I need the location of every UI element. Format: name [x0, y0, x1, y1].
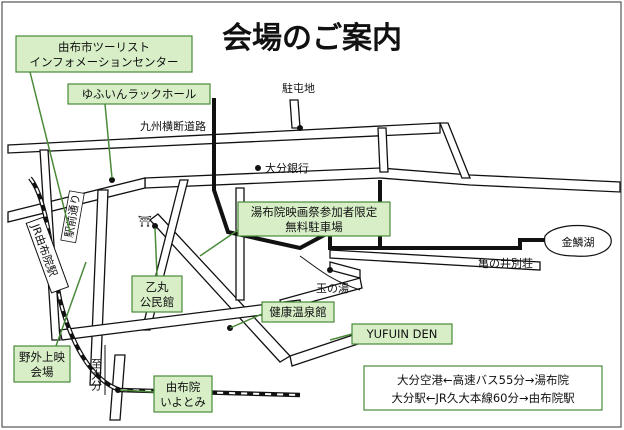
otomaru-line2: 公民館 — [140, 295, 175, 309]
tourist-info-box — [15, 35, 193, 73]
tourist-info-leader — [29, 71, 71, 233]
kenko-leader — [229, 313, 263, 329]
kyushu-odan-label: 九州横断道路 — [140, 119, 206, 133]
outdoor-box — [13, 345, 71, 383]
yufuin-den-leader — [329, 333, 353, 341]
road-north-chutonchi — [289, 99, 301, 129]
otomaru-line1: 乙丸 — [146, 280, 169, 294]
oita-bank-label: 大分銀行 — [265, 161, 309, 175]
river — [299, 255, 361, 291]
parking-leader — [199, 229, 239, 257]
parking-line1: 湯布院映画祭参加者限定 — [251, 205, 378, 219]
iyotomi-dot — [115, 387, 121, 393]
jr-station-box — [25, 216, 70, 294]
tourist-info-line2: インフォメーションセンター — [30, 55, 179, 69]
lake-kinrinko — [544, 225, 612, 257]
kenko-label: 健康温泉館 — [269, 305, 327, 319]
iyotomi-line1: 由布院 — [166, 380, 201, 394]
parking-line2: 無料駐車場 — [285, 220, 343, 234]
road-main-east — [144, 167, 621, 193]
outdoor-leader — [55, 261, 87, 347]
parking-box — [237, 201, 391, 237]
access-line1: 大分空港←高速バス55分→湯布院 — [397, 373, 569, 387]
roads — [7, 99, 621, 421]
tamanoyu-label: 玉の湯 — [316, 282, 349, 295]
rail-jr-kyudai — [28, 176, 301, 398]
otomaru-leader — [154, 227, 158, 277]
rack-hall-label: ゆふいんラックホール — [82, 87, 197, 101]
road-kyushu-odan — [7, 122, 441, 154]
outdoor-line2: 会場 — [31, 365, 54, 379]
access-box — [363, 365, 603, 411]
rack-hall-leader — [104, 103, 113, 179]
road-ne — [377, 127, 389, 173]
yufuin-den-label: YUFUIN DEN — [366, 327, 438, 341]
road-ne2 — [439, 122, 471, 179]
tourist-info-line1: 由布市ツーリスト — [58, 40, 150, 54]
map-title: 会場のご案内 — [222, 21, 402, 56]
otomaru-box — [131, 275, 183, 313]
iyotomi-line2: いよとみ — [160, 395, 206, 409]
outdoor-line1: 野外上映 — [19, 350, 65, 364]
tamanoyu-dot — [327, 267, 333, 273]
rack-hall-box — [67, 83, 211, 105]
rack-hall-dot — [109, 177, 115, 183]
oita-bank-dot — [255, 165, 261, 171]
kamenoi-label: 亀の井別荘 — [478, 256, 533, 270]
to-oita-label: 至大分 — [90, 358, 103, 391]
torii-icon: ⛩ — [138, 215, 152, 228]
otomaru-dot — [152, 223, 158, 229]
iyotomi-box — [153, 375, 213, 413]
road-kamenoi — [329, 249, 541, 271]
chutonchi-label: 駐屯地 — [282, 81, 315, 95]
iyotomi-leader — [119, 389, 155, 393]
kenko-box — [261, 301, 335, 323]
callouts: 由布市ツーリスト インフォメーションセンター ゆふいんラックホール 湯布院映画祭… — [13, 35, 453, 413]
to-oita-group: 至大分 — [90, 358, 103, 391]
kinrinko-label: 金鱗湖 — [562, 235, 595, 249]
access-line2: 大分駅←JR久大本線60分→由布院駅 — [391, 391, 575, 405]
chutonchi-dot — [297, 125, 303, 131]
